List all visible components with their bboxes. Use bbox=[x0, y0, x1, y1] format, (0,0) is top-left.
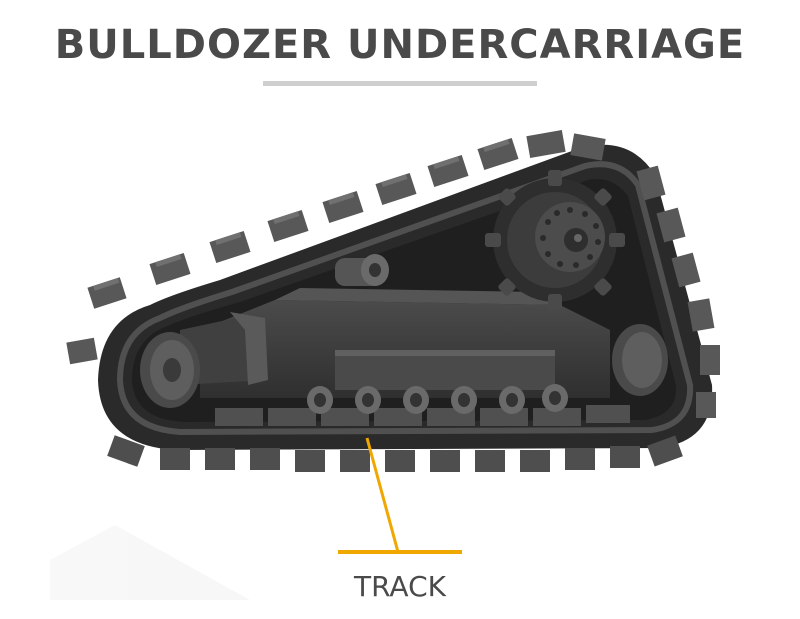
carrier-roller bbox=[335, 254, 389, 286]
track-belt-inner bbox=[116, 161, 694, 436]
title-underline bbox=[263, 81, 537, 86]
track-grouser-highlights bbox=[93, 139, 510, 291]
diagram-title: BULLDOZER UNDERCARRIAGE bbox=[54, 22, 746, 68]
track-frame bbox=[180, 288, 610, 398]
track-grousers-right bbox=[636, 165, 720, 418]
background-watermark bbox=[50, 525, 250, 600]
rear-idler bbox=[612, 324, 668, 396]
track-label: TRACK bbox=[354, 570, 446, 603]
drive-sprocket bbox=[485, 170, 625, 310]
track-rollers bbox=[307, 384, 568, 414]
track-grousers-bottom bbox=[107, 435, 683, 472]
track-callout bbox=[338, 437, 462, 554]
front-idler bbox=[140, 332, 200, 408]
